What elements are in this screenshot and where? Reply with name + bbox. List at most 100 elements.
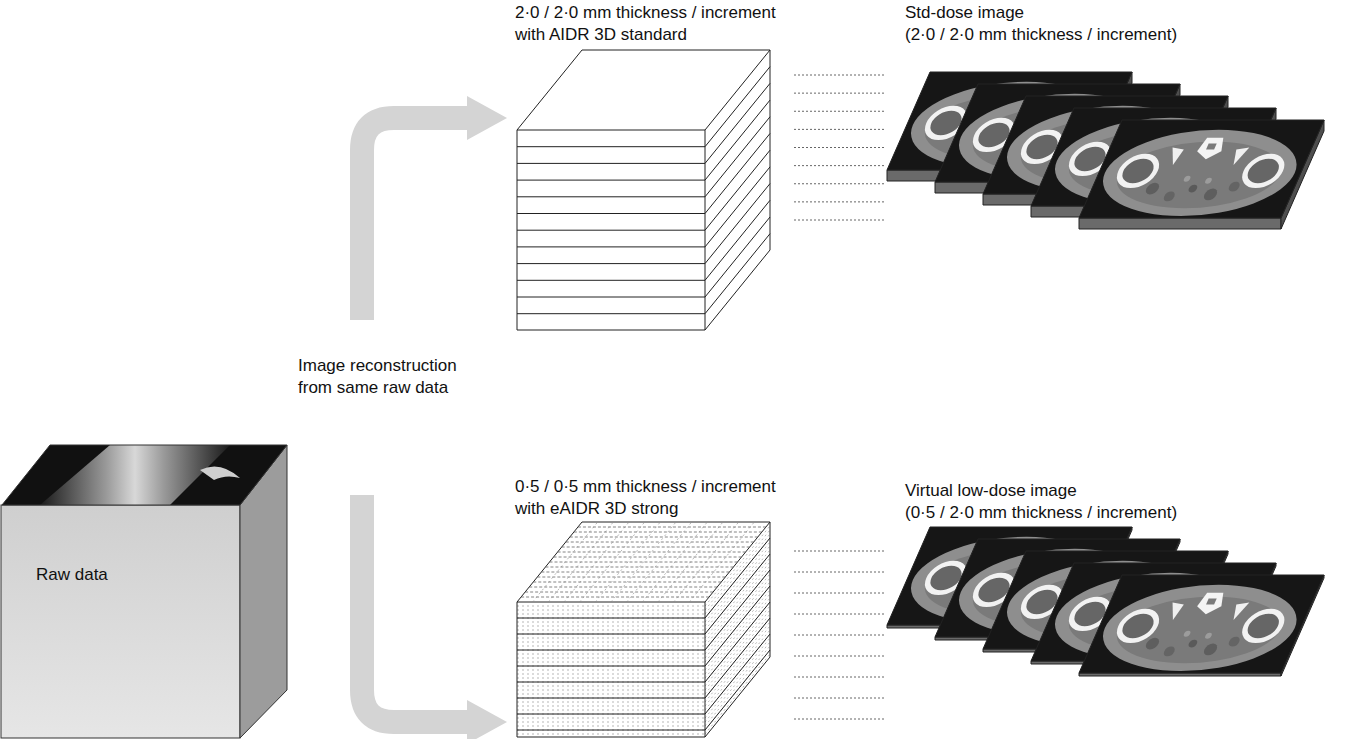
- arrow-head: [467, 700, 507, 739]
- fine-slice-line: [517, 610, 705, 611]
- slice-line: [517, 246, 705, 247]
- node-heading: 0·5 / 0·5 mm thickness / increment with …: [515, 476, 790, 520]
- scout-image: [0, 440, 290, 510]
- node-subheading: (2·0 / 2·0 mm thickness / increment): [905, 24, 1347, 46]
- projection-lines: [794, 551, 885, 719]
- fine-grid-line: [674, 522, 739, 602]
- fine-slice-line: [517, 694, 705, 695]
- slice-line: [705, 67, 770, 147]
- raw-data-top: [2, 445, 287, 505]
- image-stack: Virtual low-dose image(0·5 / 2·0 mm thic…: [885, 476, 1347, 739]
- reconstruction-arrow: [362, 96, 507, 320]
- low-dose-slices: [887, 527, 1324, 676]
- fine-slice-line: [517, 698, 705, 699]
- slice-line: [517, 634, 705, 635]
- slice-line: [705, 602, 770, 682]
- slice-top-face: [517, 522, 770, 602]
- node-heading: Std-dose image: [905, 2, 1347, 24]
- slice-line: [517, 650, 705, 651]
- slice-line: [517, 698, 705, 699]
- reconstruction-arrow: [362, 495, 507, 739]
- raw-data-front: [1, 505, 240, 738]
- slice-line: [705, 554, 770, 634]
- slice-outline: [1079, 575, 1324, 673]
- slice-line: [517, 146, 705, 147]
- fine-slice-line: [705, 650, 770, 730]
- slice-line: [705, 184, 770, 264]
- fine-slice-line: [517, 606, 705, 607]
- slice-thickness: [1079, 218, 1281, 229]
- slice-line: [517, 714, 705, 715]
- fine-slice-line: [517, 730, 705, 731]
- slice-line: [517, 280, 705, 281]
- slice-edge: [517, 130, 518, 330]
- fine-slice-line: [517, 650, 705, 651]
- slice-line: [517, 618, 705, 619]
- fine-slice-line: [517, 662, 705, 663]
- slice-line: [517, 297, 705, 298]
- ct-slice-image: [1079, 575, 1324, 673]
- slice-line: [517, 196, 705, 197]
- fine-slice-line: [517, 686, 705, 687]
- fine-grid-line: [689, 522, 754, 602]
- slice-line: [705, 634, 770, 714]
- slice-edge: [770, 522, 771, 657]
- fine-slice-line: [517, 622, 705, 623]
- fine-slice-line: [517, 682, 705, 683]
- slice-line: [517, 163, 705, 164]
- slice-line: [517, 313, 705, 314]
- slice-line: [517, 666, 705, 667]
- fine-slice-line: [541, 572, 729, 573]
- slice-line: [705, 150, 770, 230]
- fine-slice-line: [517, 642, 705, 643]
- fine-slice-line: [517, 638, 705, 639]
- fine-slice-line: [517, 646, 705, 647]
- fine-slice-line: [558, 552, 746, 553]
- fine-slice-line: [529, 587, 717, 588]
- fine-grid-line: [611, 522, 676, 602]
- fine-grid-line: [564, 522, 629, 602]
- slice-edge: [705, 250, 770, 330]
- fine-slice-line: [517, 734, 705, 735]
- fine-slice-line: [517, 666, 705, 667]
- process-note: Image reconstruction from same raw data: [298, 355, 476, 399]
- fine-slice-line: [517, 630, 705, 631]
- fine-slice-line: [517, 634, 705, 635]
- slice-line: [517, 213, 705, 214]
- fine-slice-line: [517, 674, 705, 675]
- fine-slice-line: [705, 654, 770, 734]
- fine-slice-line: [517, 714, 705, 715]
- slice-stack: 0·5 / 0·5 mm thickness / increment with …: [513, 474, 794, 739]
- ct-slice-image: [1079, 120, 1324, 218]
- fine-slice-line: [517, 690, 705, 691]
- slice-line: [705, 618, 770, 698]
- slice-wireframes: [517, 50, 770, 737]
- label-holder: Image reconstruction from same raw data: [298, 355, 476, 399]
- fine-slice-line: [517, 710, 705, 711]
- slice-line: [517, 263, 705, 264]
- fine-grid-line: [658, 522, 723, 602]
- fine-slice-line: [517, 626, 705, 627]
- arrow-shaft: [362, 118, 469, 320]
- slice-line: [517, 730, 705, 731]
- fine-slice-line: [517, 722, 705, 723]
- slice-line: [705, 83, 770, 163]
- fine-grid-line: [595, 522, 660, 602]
- slice-line: [705, 100, 770, 180]
- slice-edge: [705, 657, 770, 737]
- slice-line: [517, 230, 705, 231]
- fine-grid-line: [642, 522, 707, 602]
- fine-slice-line: [705, 638, 770, 718]
- slice-line: [705, 570, 770, 650]
- fine-slice-line: [517, 678, 705, 679]
- fine-grid-line: [548, 522, 613, 602]
- node-heading: Virtual low-dose image: [905, 480, 1347, 502]
- dotted-projection: [794, 75, 885, 220]
- arrow-head: [467, 96, 507, 140]
- slice-line: [705, 134, 770, 214]
- slice-line: [705, 200, 770, 280]
- slice-edge: [517, 737, 705, 738]
